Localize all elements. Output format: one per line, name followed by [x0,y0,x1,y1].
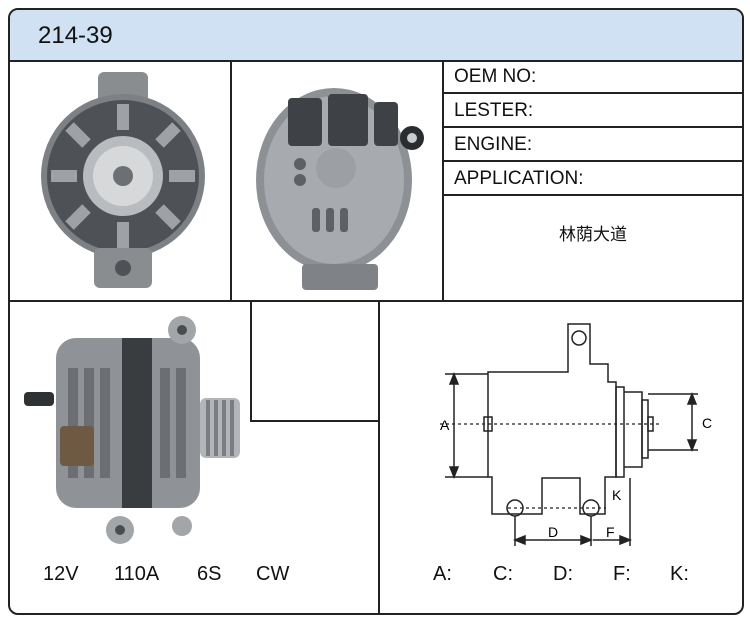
dim-c-label: C [702,415,712,431]
lester-row: LESTER: [444,94,742,128]
product-sheet: 214-39 OEM NO: LESTER: ENGINE: APPLICATI… [8,8,744,615]
divider-v4 [378,300,380,613]
part-number: 214-39 [38,22,113,49]
oem-row: OEM NO: [444,60,742,94]
divider-h-small [250,420,380,422]
engine-row: ENGINE: [444,128,742,162]
divider-v1 [230,60,232,300]
alternator-front-photo [41,72,205,288]
dim-d-label: D [548,524,558,540]
dim-field-f: F: [613,563,631,585]
divider-v3 [250,300,252,422]
application-value: 林荫大道 [559,225,627,244]
dim-field-a: A: [433,563,452,585]
rotation-rating: CW [256,563,290,585]
dimension-drawing: A C D F K [440,323,712,546]
application-label: APPLICATION: [454,168,584,189]
alternator-side-photo [24,316,240,544]
dim-field-k: K: [670,563,689,585]
dim-k-label: K [612,487,622,503]
amperage-rating: 110A [114,563,160,585]
title-bar: 214-39 [10,10,742,62]
engine-label: ENGINE: [454,134,533,155]
alternator-rear-photo [256,88,424,290]
application-row: APPLICATION: [444,162,742,196]
dim-field-c: C: [493,563,513,585]
divider-v2 [442,60,444,300]
voltage-rating: 12V [43,563,79,585]
dim-f-label: F [606,524,615,540]
pulley-rating: 6S [197,563,222,585]
dim-a-label: A [440,417,450,433]
divider-h-main [10,300,742,302]
oem-label: OEM NO: [454,66,537,87]
dim-field-d: D: [553,563,573,585]
lester-label: LESTER: [454,100,534,121]
